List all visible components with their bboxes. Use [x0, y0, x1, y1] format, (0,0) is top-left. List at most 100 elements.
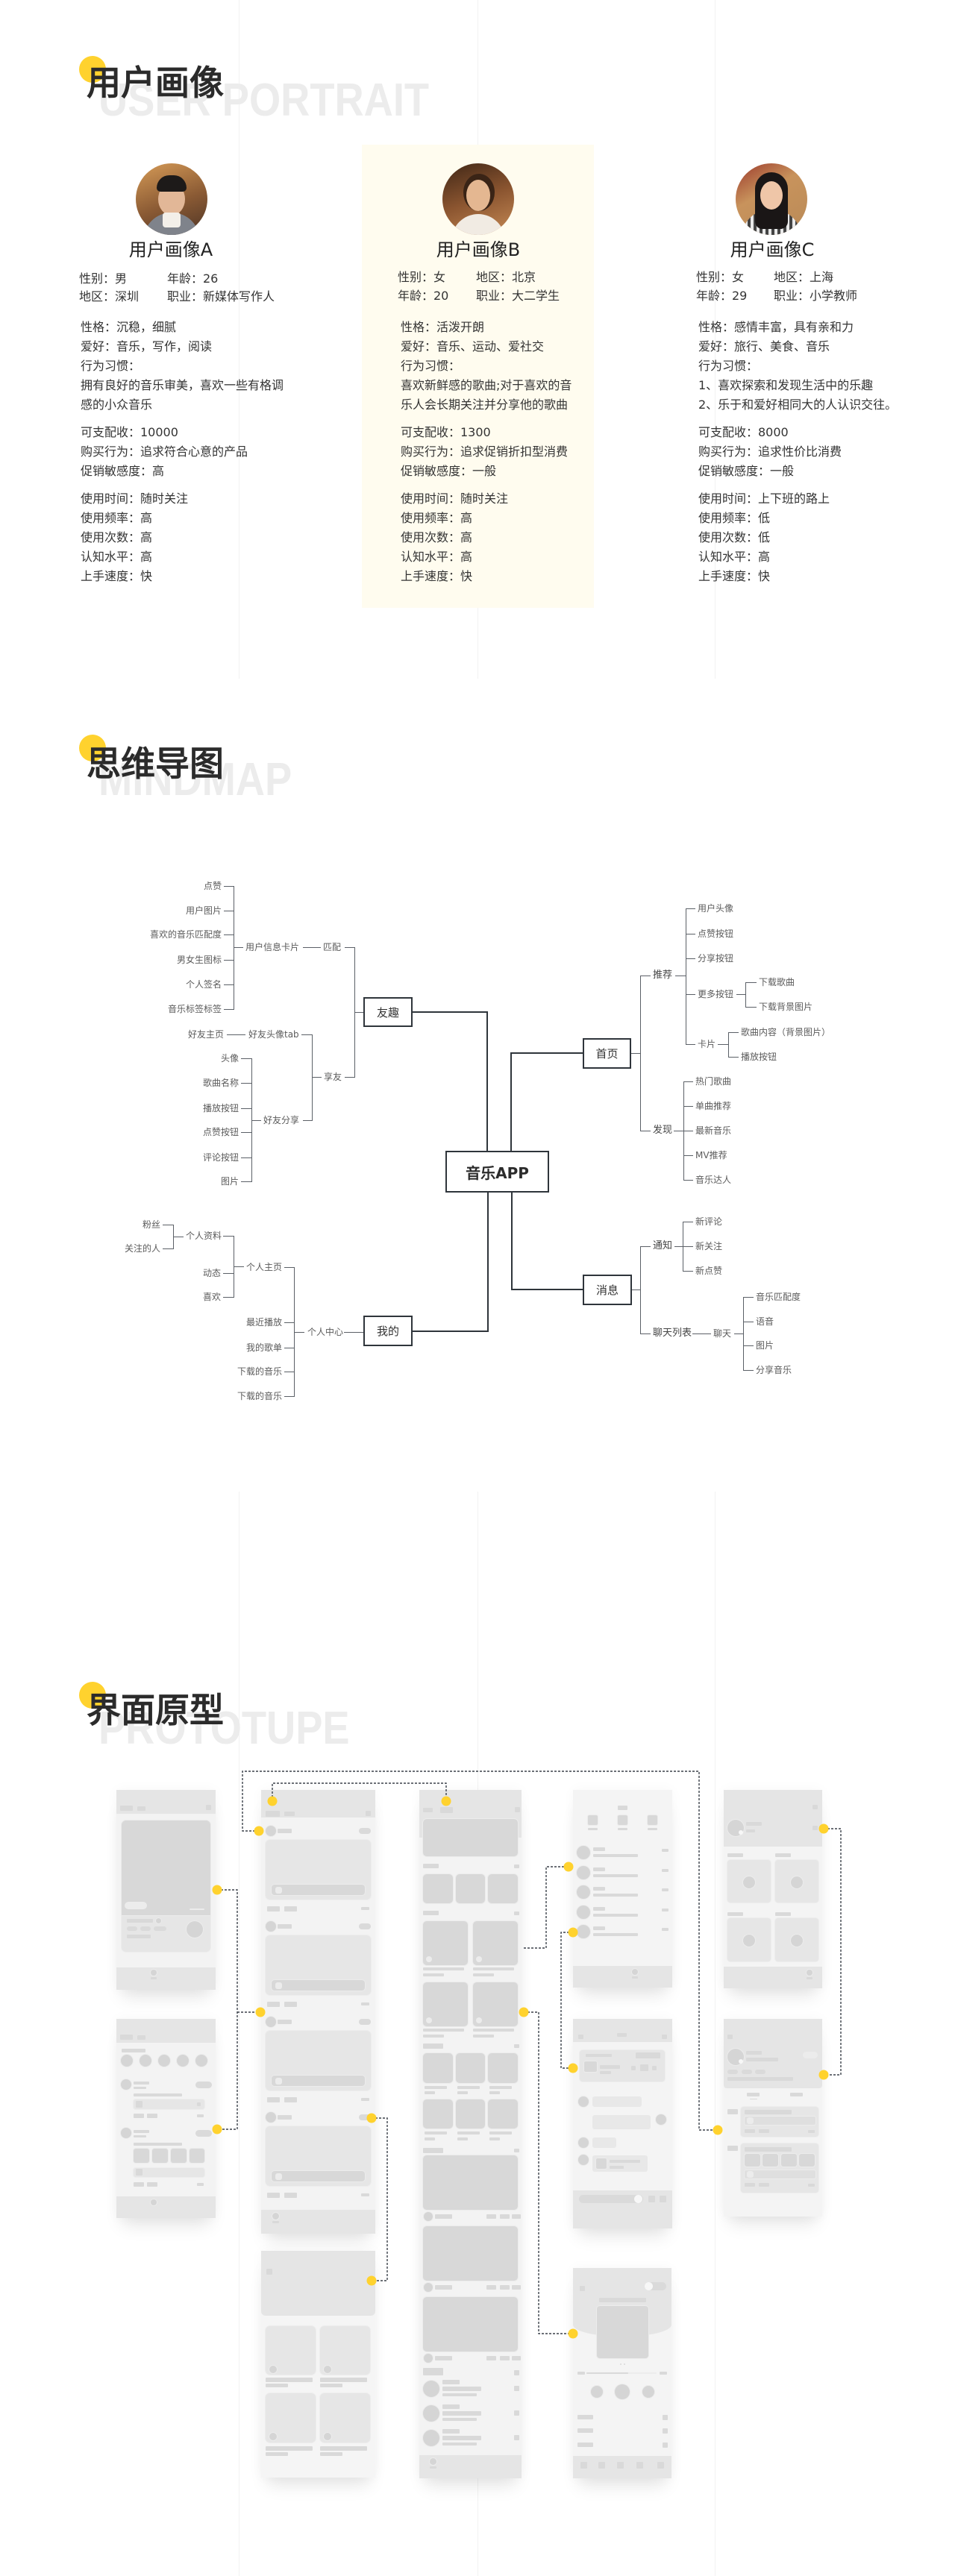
section-accent-dot	[79, 735, 106, 761]
wireframe-discover-screen	[419, 1790, 522, 2478]
persona-name: 用户画像A	[128, 239, 213, 260]
play-icon	[324, 2433, 331, 2440]
voice-toggle	[634, 2195, 642, 2203]
follow-pill	[195, 2130, 212, 2137]
mindmap-leaf: 用户图片	[185, 905, 222, 916]
collection-icon	[791, 1876, 803, 1888]
mindmap-leaf: 歌曲名称	[202, 1078, 239, 1088]
persona-line: 使用频率：低	[698, 511, 771, 525]
action-placeholder	[147, 2114, 157, 2118]
chat-time	[662, 1909, 668, 1911]
option-icon	[663, 2415, 668, 2420]
tab-bar	[573, 1966, 672, 1988]
tag-pill	[742, 2070, 752, 2074]
artist-name	[442, 2404, 460, 2409]
mv-action	[486, 2356, 496, 2360]
play-icon	[640, 2064, 648, 2071]
action-placeholder	[197, 2183, 204, 2186]
album-title	[425, 2132, 447, 2134]
album-artist	[489, 2091, 500, 2094]
share-action	[284, 2193, 297, 2198]
mindmap-leaf: 播放按钮	[202, 1103, 239, 1113]
next-button	[642, 2386, 654, 2398]
connector-dot	[713, 2125, 723, 2135]
mindmap-leaf: MV推荐	[695, 1150, 727, 1160]
persona-line: 1、喜欢探索和发现生活中的乐趣	[698, 378, 874, 392]
mv-action	[512, 2285, 521, 2290]
mindmap-leaf: 评论按钮	[202, 1152, 239, 1163]
section-title	[423, 2148, 443, 2153]
chat-preview	[593, 1914, 638, 1917]
persona-line: 使用频率：高	[401, 511, 473, 525]
more-link	[514, 2370, 519, 2375]
chat-preview	[593, 1933, 638, 1936]
mindmap-leaf: 点赞按钮	[698, 929, 734, 939]
tab-like	[790, 2093, 803, 2096]
mindmap-leaf: 热门歌曲	[695, 1076, 732, 1087]
tag-pill	[140, 1926, 151, 1931]
option-icon	[663, 2428, 668, 2434]
mindmap-leaf: 喜欢的音乐匹配度	[149, 929, 222, 940]
persona-line: 认知水平：高	[401, 550, 473, 564]
action-placeholder	[134, 2114, 144, 2118]
mindmap-node-mine: 我的	[363, 1316, 413, 1346]
album-cover	[488, 2099, 518, 2129]
chat-avatar	[577, 1866, 590, 1879]
persona-line: 爱好：音乐、运动、爱社交	[401, 339, 545, 354]
persona-line: 购买行为：追求性价比消费	[698, 444, 842, 459]
play-button	[615, 2384, 630, 2399]
hot-song-cover	[423, 1874, 453, 1903]
more-link	[514, 1911, 519, 1915]
like-button-placeholder	[187, 1921, 203, 1938]
tab-icon	[151, 1970, 157, 1976]
single-title	[423, 2029, 464, 2032]
title-placeholder	[618, 1806, 627, 1810]
action-placeholder	[808, 2130, 815, 2133]
persona-line: 促销敏感度：一般	[401, 464, 497, 478]
tab-bar	[116, 2196, 216, 2218]
date-label	[727, 2146, 738, 2151]
option-label	[577, 2415, 593, 2419]
persona-line: 上手速度：快	[401, 569, 473, 583]
follow-icon	[514, 2435, 519, 2440]
action-placeholder	[147, 2182, 157, 2187]
menu-icon	[662, 2035, 667, 2039]
mindmap-leaf: 喜欢	[202, 1292, 221, 1302]
card-title	[320, 2378, 367, 2382]
persona-line: 上手速度：快	[698, 569, 771, 583]
song-cover	[747, 2171, 754, 2178]
persona-gender: 性别：男	[79, 271, 128, 286]
collection-icon	[743, 1935, 755, 1947]
avatar-hair	[157, 175, 187, 192]
persona-line: 使用次数：高	[81, 530, 153, 544]
chat-avatar	[578, 2155, 589, 2165]
persona-line: 使用时间：上下班的路上	[698, 491, 830, 506]
section-accent-dot	[79, 56, 106, 83]
title-placeholder	[617, 2033, 627, 2037]
mindmap-node: 发现	[653, 1125, 673, 1136]
chat-time	[662, 1928, 668, 1931]
play-bar	[272, 1885, 365, 1895]
song-cover	[584, 2061, 597, 2072]
persona-line: 使用频率：高	[81, 511, 153, 525]
bio-placeholder	[727, 2077, 793, 2081]
header-bar	[573, 2019, 672, 2042]
mindmap-branch-lines	[163, 886, 757, 1397]
mindmap-node: 个人中心	[307, 1327, 344, 1337]
artist-meta	[442, 2418, 477, 2421]
chat-name	[593, 1887, 605, 1891]
hot-song-cover	[456, 1874, 485, 1903]
post-image	[781, 2154, 797, 2167]
post-name	[278, 2115, 292, 2120]
back-icon	[266, 2269, 272, 2275]
mindmap-node: 享友	[324, 1072, 342, 1082]
mv-author-avatar	[424, 2212, 433, 2221]
shared-song-bar	[745, 2170, 815, 2178]
post-name	[278, 2020, 292, 2024]
album-title	[489, 2132, 512, 2134]
mindmap-leaf: 好友主页	[187, 1029, 224, 1040]
persona-job: 职业：新媒体写作人	[167, 289, 275, 304]
artist-name	[442, 2429, 460, 2434]
mindmap-leaf: 歌曲内容（背景图片）	[741, 1027, 831, 1037]
album-art	[597, 2306, 648, 2358]
